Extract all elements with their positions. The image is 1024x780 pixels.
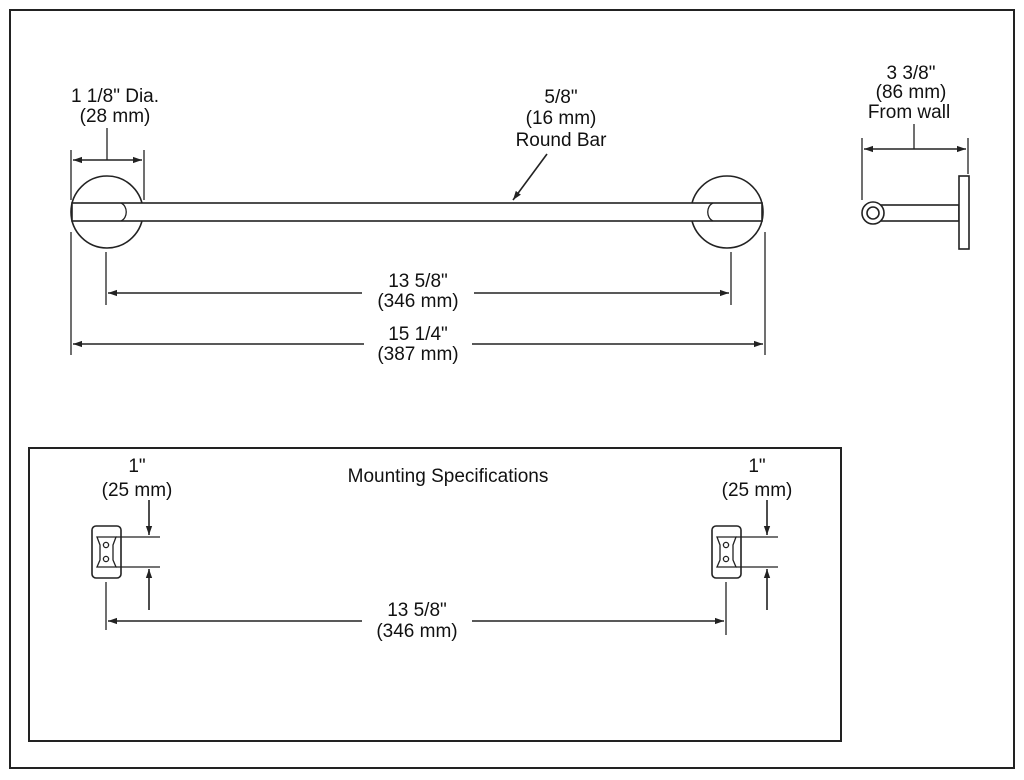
projection-label-line1: 3 3/8" [886, 63, 935, 84]
right-mounting-bracket [711, 525, 742, 579]
overall-length-label-line1: 15 1/4" [388, 324, 448, 345]
mounting-box [28, 447, 842, 742]
inner-length-label-line1: 13 5/8" [388, 271, 448, 292]
bar-size-label-line2: (16 mm) [526, 108, 597, 129]
side-wall-flange [958, 175, 970, 250]
right-offset-label-line2: (25 mm) [722, 480, 793, 501]
side-view: 3 3/8" (86 mm) From wall [861, 63, 970, 250]
bar-size-label-line3: Round Bar [516, 130, 608, 151]
mounting-title: Mounting Specifications [348, 466, 549, 487]
diameter-label-line1: 1 1/8" Dia. [71, 86, 159, 107]
front-view: 1 1/8" Dia. (28 mm) 5/8" (16 mm) Round B… [70, 86, 766, 365]
drawing-border [9, 9, 1015, 769]
bar-size-leader [512, 153, 548, 201]
mounting-specifications-panel: Mounting Specifications 1" (25 mm) 1" (2… [28, 447, 842, 742]
left-post-end [120, 202, 127, 222]
projection-label-line2: (86 mm) [876, 82, 947, 103]
left-offset-label-line2: (25 mm) [102, 480, 173, 501]
side-arm [871, 204, 960, 222]
diameter-label-line2: (28 mm) [80, 106, 151, 127]
overall-length-label-line2: (387 mm) [377, 344, 458, 365]
bar-size-label-line1: 5/8" [544, 87, 577, 108]
spacing-label-line2: (346 mm) [376, 621, 457, 642]
side-bar-end-inner [866, 206, 880, 220]
round-bar [71, 202, 763, 222]
right-offset-label-line1: 1" [748, 456, 765, 477]
right-post-end [707, 202, 714, 222]
projection-label-line3: From wall [868, 102, 950, 123]
inner-length-label-line2: (346 mm) [377, 291, 458, 312]
left-offset-label-line1: 1" [128, 456, 145, 477]
spacing-label-line1: 13 5/8" [387, 600, 447, 621]
left-mounting-bracket [91, 525, 122, 579]
